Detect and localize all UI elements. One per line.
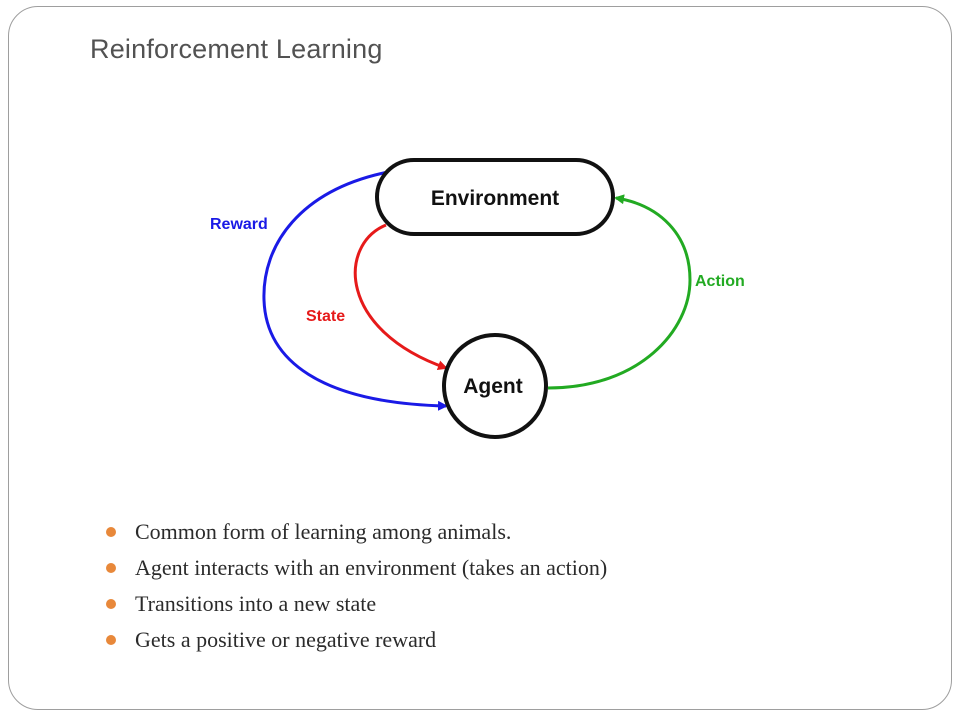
slide-title: Reinforcement Learning	[90, 34, 383, 64]
bullet-item: Common form of learning among animals.	[106, 514, 607, 550]
agent-label: Agent	[463, 375, 523, 398]
bullet-text: Agent interacts with an environment (tak…	[135, 555, 608, 580]
state-label: State	[306, 308, 345, 325]
agent-node	[442, 333, 548, 439]
bullet-dot-icon	[106, 563, 116, 573]
environment-node	[375, 158, 615, 236]
reward-edge	[262, 170, 448, 411]
bullet-dot-icon	[106, 527, 116, 537]
bullet-item: Transitions into a new state	[106, 586, 607, 622]
bullet-text: Common form of learning among animals.	[135, 519, 512, 544]
action-label: Action	[695, 273, 745, 290]
bullet-item: Gets a positive or negative reward	[106, 622, 607, 658]
bullet-item: Agent interacts with an environment (tak…	[106, 550, 607, 586]
bullet-dot-icon	[106, 599, 116, 609]
bullet-list: Common form of learning among animals. A…	[106, 514, 607, 658]
bullet-dot-icon	[106, 635, 116, 645]
environment-label: Environment	[431, 187, 559, 210]
action-edge	[547, 194, 692, 390]
bullet-text: Transitions into a new state	[135, 591, 377, 616]
bullet-text: Gets a positive or negative reward	[135, 627, 437, 652]
reward-label: Reward	[210, 216, 268, 233]
state-edge	[353, 223, 448, 371]
